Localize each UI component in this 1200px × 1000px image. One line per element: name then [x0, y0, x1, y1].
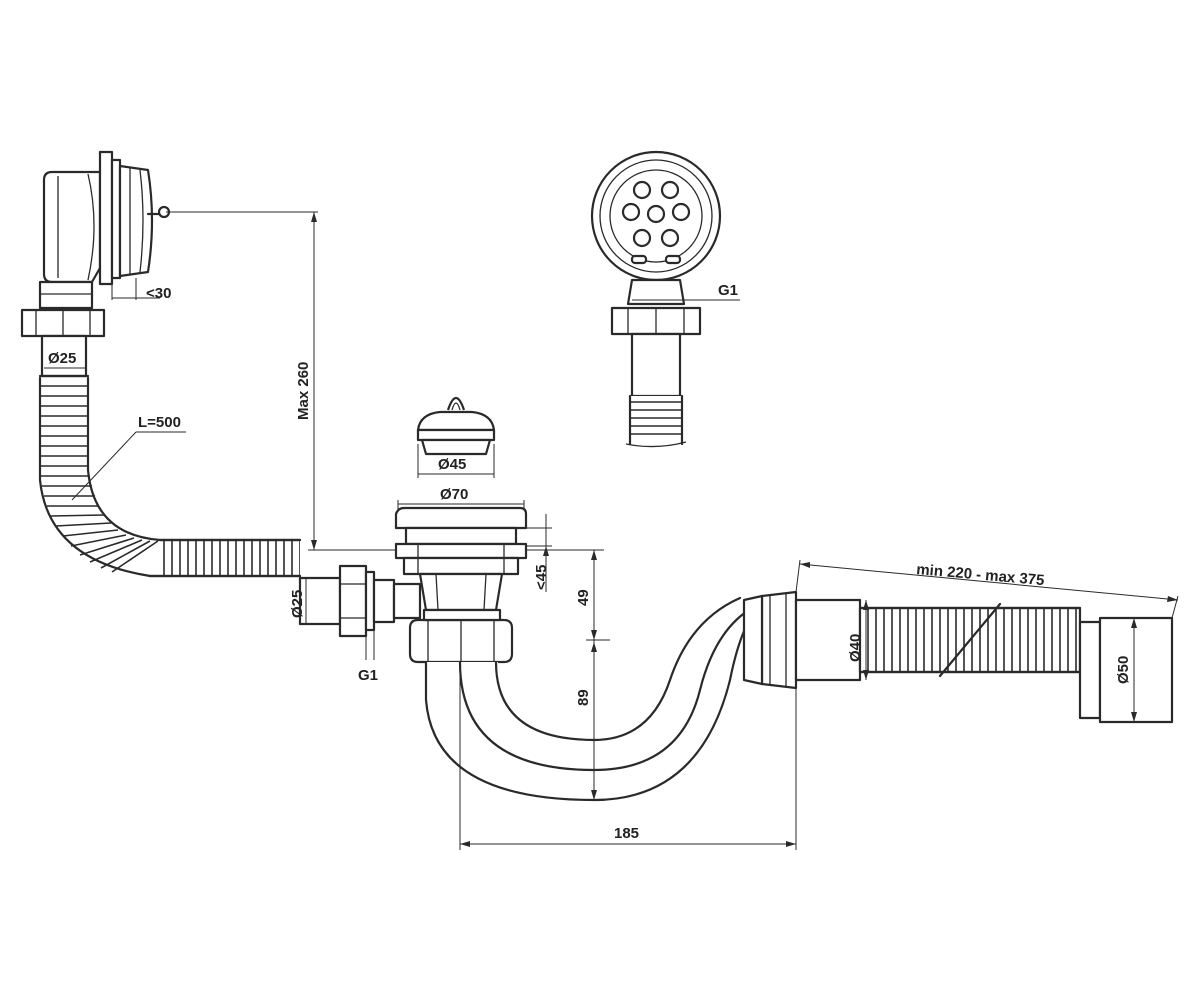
- grate-thread-label: G1: [718, 282, 738, 299]
- overflow-diameter-label: Ø25: [48, 350, 76, 367]
- inlet-connector: [298, 564, 422, 638]
- hose-length-label: L=500: [138, 414, 181, 431]
- dimension-185-label: 185: [614, 825, 639, 842]
- pipe-diameter-50-dimension: Ø50: [1115, 618, 1137, 722]
- grate-thread-dimension: G1: [632, 282, 740, 301]
- inlet-thread-dimension: G1: [358, 630, 378, 684]
- outlet-diameter-label: Ø70: [440, 486, 468, 503]
- s-trap: [424, 596, 780, 802]
- overflow-diameter-dimension: Ø25: [44, 350, 86, 369]
- overflow-grate-front-view: [590, 150, 722, 448]
- plug-diameter-label: Ø45: [438, 456, 466, 473]
- max-height-dimension: Max 260: [166, 211, 400, 551]
- hose-length-dimension: L=500: [71, 414, 186, 501]
- plug-stopper: [416, 396, 496, 456]
- pipe-diameter-50-label: Ø50: [1115, 656, 1132, 684]
- flexible-hose: [34, 374, 302, 626]
- outlet-pipe: [742, 590, 1174, 724]
- outlet-dimension-70: Ø70: [397, 486, 525, 512]
- pipe-diameter-40-label: Ø40: [847, 634, 864, 662]
- pipe-diameter-40-dimension: Ø40: [847, 600, 869, 680]
- dimension-185: 185: [459, 662, 797, 850]
- outlet-depth-label: <45: [533, 565, 550, 590]
- inlet-diameter-dimension: Ø25: [289, 578, 307, 624]
- inlet-diameter-label: Ø25: [289, 590, 306, 618]
- dimension-49: 49: [526, 549, 610, 641]
- dimension-49-label: 49: [575, 589, 592, 606]
- outlet-depth-dimension: <45: [526, 514, 552, 592]
- inlet-thread-label: G1: [358, 667, 378, 684]
- overflow-depth-label: <30: [146, 285, 171, 302]
- dimension-89-label: 89: [575, 689, 592, 706]
- pipe-length-label: min 220 - max 375: [916, 561, 1045, 589]
- overflow-fitting: [20, 150, 171, 378]
- overflow-depth-dimension: <30: [111, 278, 171, 302]
- outlet-body: [394, 506, 528, 664]
- plug-diameter-dimension: Ø45: [417, 444, 495, 478]
- dimension-89: 89: [575, 640, 597, 800]
- max-height-label: Max 260: [295, 362, 312, 420]
